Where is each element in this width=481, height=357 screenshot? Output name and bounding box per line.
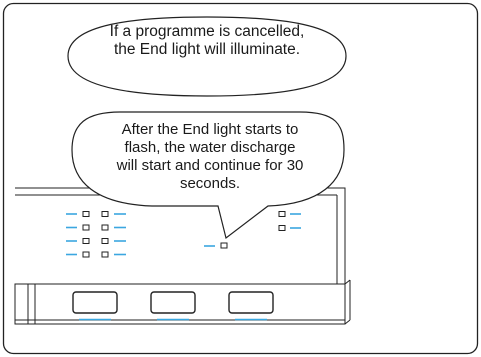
indicator-lamp <box>82 224 90 231</box>
callout-line: flash, the water discharge <box>124 139 296 156</box>
indicator-row <box>278 211 301 217</box>
indicator-lights <box>66 211 301 258</box>
button-body <box>150 291 196 314</box>
callout-text-programme-cancelled: If a programme is cancelled, the End lig… <box>76 23 338 59</box>
indicator-lamp <box>101 238 109 244</box>
callout-text-water-discharge: After the End light starts to flash, the… <box>86 121 334 193</box>
callout-bubble-water-discharge <box>71 111 345 240</box>
indicator-row <box>66 238 126 244</box>
indicator-lamp <box>101 224 109 231</box>
programme-button <box>228 291 274 321</box>
callout-line: the End light will illuminate. <box>113 41 301 58</box>
button-body <box>72 291 118 314</box>
indicator-lamp <box>278 225 286 231</box>
programme-button <box>72 291 118 321</box>
callout-line: seconds. <box>179 175 241 192</box>
indicator-row <box>66 251 126 258</box>
programme-buttons <box>72 291 274 321</box>
end-light-indicator <box>204 242 228 249</box>
callout-line: If a programme is cancelled, <box>109 23 305 40</box>
indicator-lamp <box>101 211 109 217</box>
indicator-row <box>66 211 126 217</box>
indicator-row <box>66 224 126 231</box>
indicator-lamp <box>101 251 109 258</box>
indicator-lamp <box>82 211 90 217</box>
callout-line: After the End light starts to <box>121 121 299 138</box>
indicator-lamp <box>82 238 90 244</box>
callout-bubble-programme-cancelled <box>67 16 347 97</box>
indicator-lamp <box>278 211 286 217</box>
indicator-lamp <box>82 251 90 258</box>
programme-button <box>150 291 196 321</box>
indicator-row <box>278 225 301 231</box>
callout-line: will start and continue for 30 <box>116 157 304 174</box>
button-body <box>228 291 274 314</box>
